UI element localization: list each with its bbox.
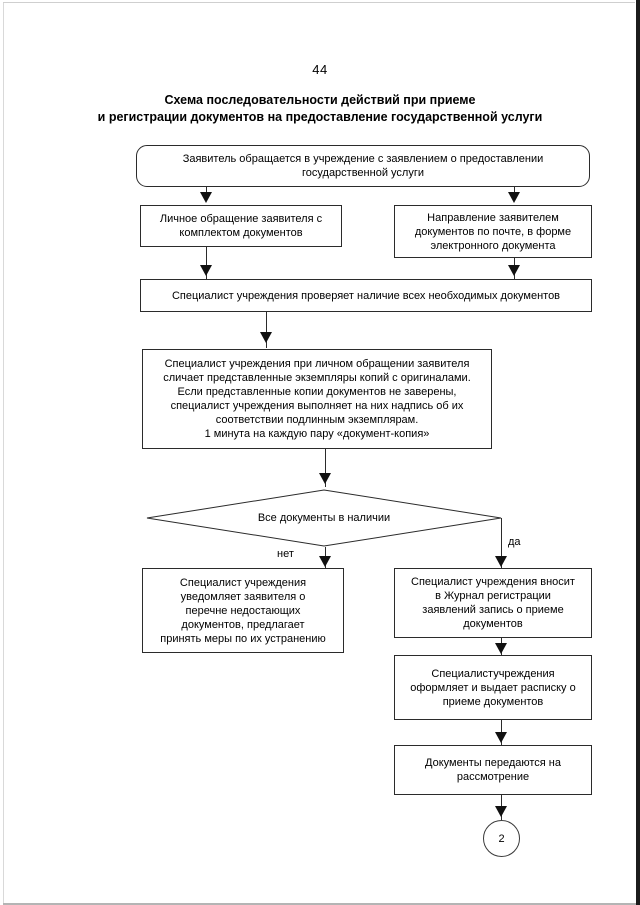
edge-label-no: нет — [277, 548, 294, 560]
flow-node-register-journal: Специалист учреждения вносит в Журнал ре… — [394, 568, 592, 638]
flow-node-notify-applicant-label: Специалист учреждения уведомляет заявите… — [160, 576, 326, 645]
edge-personal-to-check-line — [206, 247, 207, 279]
flow-node-register-journal-label: Специалист учреждения вносит в Журнал ре… — [411, 576, 575, 630]
flow-node-start: Заявитель обращается в учреждение с заяв… — [136, 145, 590, 187]
flow-node-mail-application-label: Направление заявителем документов по поч… — [414, 211, 572, 252]
edge-start-to-personal-arrow — [200, 192, 212, 203]
edge-compare-to-decision-arrow — [319, 473, 331, 484]
edge-transfer-to-connector-arrow — [495, 806, 507, 817]
edge-personal-to-check-arrow — [200, 265, 212, 276]
flow-node-start-label: Заявитель обращается в учреждение с заяв… — [182, 153, 544, 179]
flow-node-compare-copies: Специалист учреждения при личном обращен… — [142, 349, 492, 449]
flow-node-notify-applicant: Специалист учреждения уведомляет заявите… — [142, 568, 344, 653]
diamond-shape — [146, 489, 502, 547]
edge-start-to-mail-arrow — [508, 192, 520, 203]
flow-node-issue-receipt: Специалистучреждения оформляет и выдает … — [394, 655, 592, 720]
edge-decision-yes-line — [501, 518, 502, 569]
flow-node-issue-receipt-label: Специалистучреждения оформляет и выдает … — [410, 667, 576, 708]
edge-receipt-to-transfer-arrow — [495, 732, 507, 743]
edge-mail-to-check-arrow — [508, 265, 520, 276]
edge-check-to-compare-line — [266, 312, 267, 348]
flow-node-personal-application: Личное обращение заявителя с комплектом … — [140, 205, 342, 247]
flow-node-transfer-documents: Документы передаются на рассмотрение — [394, 745, 592, 795]
flow-node-transfer-documents-label: Документы передаются на рассмотрение — [425, 757, 561, 783]
scan-edge-right — [636, 0, 640, 905]
edge-check-to-compare-arrow — [260, 332, 272, 343]
edge-decision-no-arrow — [319, 556, 331, 567]
page-title: Схема последовательности действий при пр… — [0, 92, 640, 126]
flow-node-decision-all-documents: Все документы в наличии — [146, 489, 502, 547]
edge-label-yes: да — [508, 536, 521, 548]
scan-edge-top — [3, 2, 635, 3]
flow-node-personal-application-label: Личное обращение заявителя с комплектом … — [159, 213, 323, 239]
page-number: 44 — [312, 62, 328, 77]
flow-node-check-documents: Специалист учреждения проверяет наличие … — [140, 279, 592, 312]
edge-register-to-receipt-arrow — [495, 643, 507, 654]
page-title-line-2: и регистрации документов на предоставлен… — [97, 110, 543, 124]
edge-decision-yes-arrow — [495, 556, 507, 567]
flow-node-connector-2-label: 2 — [498, 832, 505, 845]
scan-edge-left — [3, 2, 4, 903]
page-title-line-1: Схема последовательности действий при пр… — [164, 93, 476, 107]
flow-node-mail-application: Направление заявителем документов по поч… — [394, 205, 592, 258]
flow-node-check-documents-label: Специалист учреждения проверяет наличие … — [171, 289, 561, 302]
scan-edge-bottom — [3, 903, 636, 905]
edge-compare-to-decision-line — [325, 449, 326, 487]
flow-node-compare-copies-label: Специалист учреждения при личном обращен… — [163, 358, 471, 440]
flow-node-connector-2: 2 — [483, 820, 520, 857]
